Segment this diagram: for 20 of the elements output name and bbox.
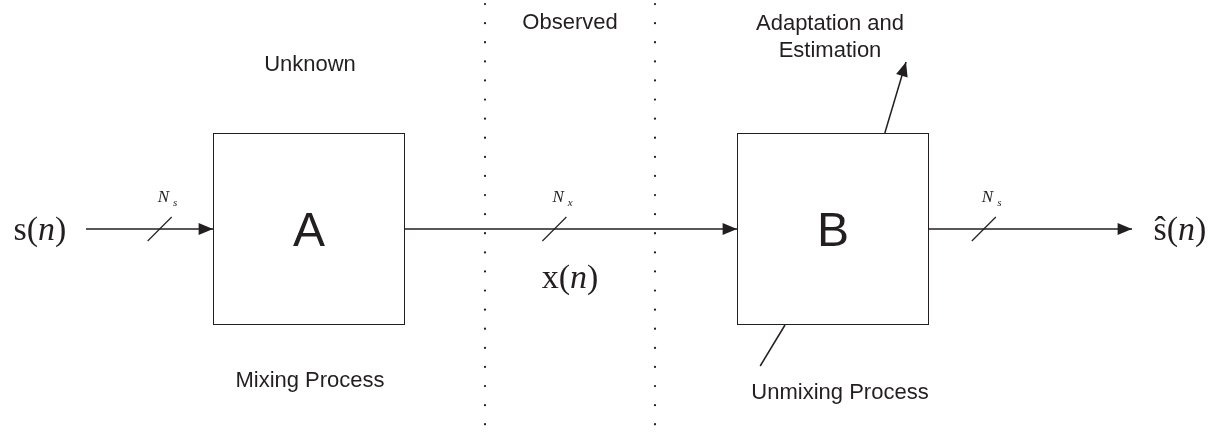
- arrow: [85, 223, 214, 235]
- edge-label: N$_{s}$: [981, 187, 1002, 208]
- leader-line: [759, 324, 786, 367]
- region-label: Mixing Process: [234, 366, 386, 394]
- signal-label: ŝ(n): [1153, 210, 1207, 248]
- block-caption: Adaptation and Estimation: [755, 8, 905, 64]
- region-label: Observed: [521, 8, 619, 36]
- signal-label: s(n): [13, 210, 67, 248]
- edge-label: N$_{x}$: [552, 187, 573, 208]
- process-box: [737, 133, 929, 325]
- block-letter: A: [293, 201, 325, 257]
- arrow: [404, 223, 738, 235]
- arrow: [928, 223, 1133, 235]
- region-label: Unknown: [263, 50, 357, 78]
- arrow: [884, 61, 908, 134]
- edge-label: N$_{s}$: [157, 187, 178, 208]
- process-box: [213, 133, 405, 325]
- block-caption: Unmixing Process: [751, 378, 929, 406]
- signal-label: x(n): [540, 258, 600, 296]
- block-letter: B: [817, 201, 849, 257]
